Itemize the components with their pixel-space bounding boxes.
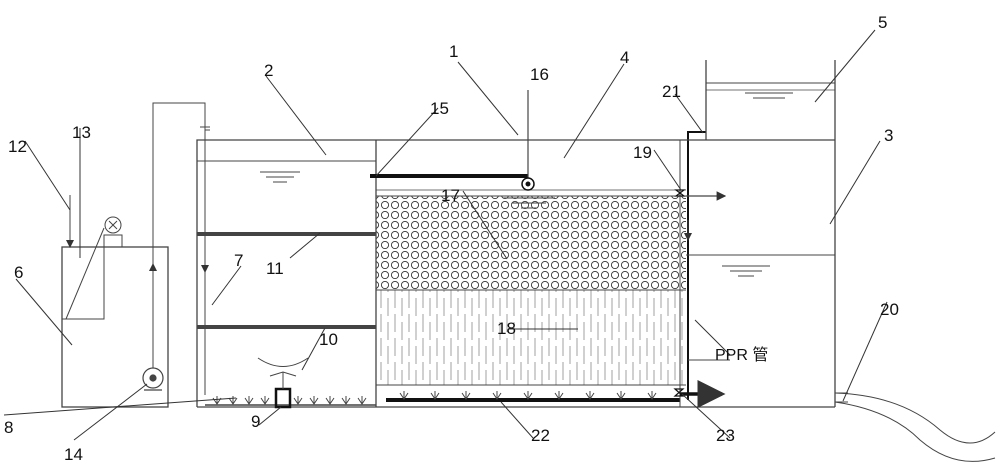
- label-20: 20: [880, 300, 899, 319]
- label-9: 9: [251, 412, 260, 431]
- sprayer-10: [257, 357, 309, 389]
- valve-23: [673, 380, 726, 408]
- air-pipe-15: [370, 90, 529, 178]
- label-11: 11: [266, 259, 284, 278]
- label-10: 10: [319, 330, 338, 349]
- label-19: 19: [633, 143, 652, 162]
- bio-filter-reactor: [376, 189, 686, 386]
- dosing-line: [149, 102, 210, 368]
- ppr-pipe: [687, 131, 730, 400]
- outlet-20: [834, 392, 996, 462]
- label-1: 1: [449, 42, 458, 61]
- valve-19: [674, 189, 727, 201]
- label-13: 13: [72, 123, 91, 142]
- water-level-symbol-4: [503, 197, 555, 209]
- label-16: 16: [530, 65, 549, 84]
- water-level-symbol-5: [745, 92, 793, 99]
- top-tank-5: [705, 60, 836, 140]
- number-labels: 1 2 3 4 5 6 7 8 9 10 11 12 13 14 15 16 1…: [4, 13, 899, 464]
- label-18: 18: [497, 319, 516, 338]
- label-7: 7: [234, 251, 243, 270]
- label-12: 12: [8, 137, 27, 156]
- label-15: 15: [430, 99, 449, 118]
- valve-16: [521, 177, 535, 191]
- label-23: 23: [716, 426, 735, 445]
- ppr-pipe-label: PPR 管: [715, 346, 768, 364]
- stirrer-motor-13: [65, 216, 123, 320]
- pump-14: [142, 367, 164, 391]
- label-2: 2: [264, 61, 273, 80]
- label-3: 3: [884, 126, 893, 145]
- label-17: 17: [441, 186, 460, 205]
- label-22: 22: [531, 426, 550, 445]
- inlet-pipe-7: [201, 129, 210, 395]
- water-level-symbol-3: [722, 265, 770, 277]
- leader-lines: [3, 29, 888, 441]
- label-8: 8: [4, 418, 13, 437]
- label-14: 14: [64, 445, 83, 464]
- aeration-pipe-22: [386, 391, 680, 402]
- label-5: 5: [878, 13, 887, 32]
- water-level-symbol-2: [260, 171, 300, 183]
- label-4: 4: [620, 48, 629, 67]
- baffle-plates: [197, 232, 376, 329]
- label-6: 6: [14, 263, 23, 282]
- label-21: 21: [662, 82, 681, 101]
- clear-water-tank-3: [686, 139, 836, 407]
